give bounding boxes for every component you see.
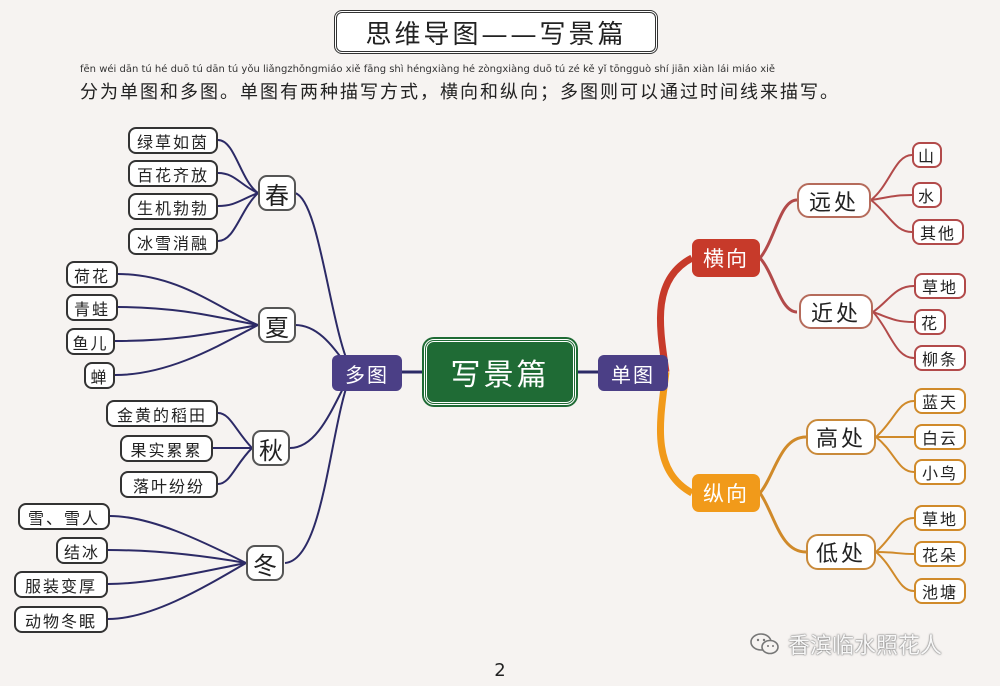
autumn-item: 落叶纷纷 xyxy=(120,471,218,498)
watermark-text: 香滨临水照花人 xyxy=(788,634,943,659)
page-title: 思维导图——写景篇 xyxy=(334,10,658,54)
link-spring-4 xyxy=(217,192,259,242)
link-summer-4 xyxy=(114,324,259,376)
link-near-3 xyxy=(872,311,915,359)
high-item: 蓝天 xyxy=(914,388,966,414)
winter-item: 结冰 xyxy=(56,537,108,564)
link-far-2 xyxy=(870,194,913,201)
season-summer: 夏 xyxy=(258,307,296,343)
autumn-item: 金黄的稻田 xyxy=(106,400,218,427)
link-near-2 xyxy=(872,311,915,323)
summer-item: 蝉 xyxy=(84,362,115,389)
link-spring-2 xyxy=(217,172,259,194)
high-item: 白云 xyxy=(914,424,966,450)
link-h-far xyxy=(758,198,798,259)
winter-item: 服装变厚 xyxy=(14,571,108,598)
link-right-vertical xyxy=(656,371,694,497)
right-branch-node: 单图 xyxy=(598,355,668,391)
link-summer-2 xyxy=(117,306,259,326)
group-far: 远处 xyxy=(797,183,871,218)
high-item: 小鸟 xyxy=(914,459,966,485)
winter-item: 动物冬眠 xyxy=(14,606,108,633)
season-winter: 冬 xyxy=(246,545,284,581)
winter-item: 雪、雪人 xyxy=(18,503,110,530)
link-far-3 xyxy=(870,199,913,233)
page-number: 2 xyxy=(494,660,506,681)
link-low-2 xyxy=(875,551,915,555)
summer-item: 荷花 xyxy=(66,261,118,288)
link-winter-1 xyxy=(109,515,247,564)
link-high-3 xyxy=(875,436,915,473)
link-winter-2 xyxy=(107,549,247,564)
wechat-icon xyxy=(750,633,779,655)
summer-item: 青蛙 xyxy=(66,294,118,321)
link-right-horizontal xyxy=(656,254,694,373)
subtitle: 分为单图和多图。单图有两种描写方式，横向和纵向；多图则可以通过时间线来描写。 xyxy=(80,82,840,103)
near-item: 柳条 xyxy=(914,345,966,371)
low-item: 池塘 xyxy=(914,578,966,604)
link-near-1 xyxy=(872,285,915,313)
link-branch-spring xyxy=(294,192,353,373)
link-winter-4 xyxy=(107,562,247,620)
group-high: 高处 xyxy=(806,419,876,455)
link-winter-3 xyxy=(107,562,247,585)
spring-item: 百花齐放 xyxy=(128,160,218,187)
link-autumn-1 xyxy=(217,412,253,449)
season-autumn: 秋 xyxy=(252,430,290,466)
link-branch-winter xyxy=(284,371,353,564)
autumn-item: 果实累累 xyxy=(120,435,213,462)
group-near: 近处 xyxy=(799,294,873,329)
summer-item: 鱼儿 xyxy=(66,328,115,355)
group-low: 低处 xyxy=(806,534,876,570)
spring-item: 冰雪消融 xyxy=(128,228,218,255)
horizontal-node: 横向 xyxy=(692,239,760,277)
center-node: 写景篇 xyxy=(424,339,576,405)
link-far-1 xyxy=(870,154,913,201)
link-h-near xyxy=(758,257,798,314)
far-item: 山 xyxy=(912,142,942,168)
left-branch-node: 多图 xyxy=(332,355,402,391)
link-low-1 xyxy=(875,517,915,553)
link-summer-1 xyxy=(117,273,259,326)
watermark: 香滨临水照花人 xyxy=(750,628,980,660)
vertical-node: 纵向 xyxy=(692,474,760,512)
pinyin-line: fēn wéi dān tú hé duō tú dān tú yǒu liǎn… xyxy=(80,64,776,75)
link-v-high xyxy=(758,435,807,494)
link-v-low xyxy=(758,492,807,554)
link-high-1 xyxy=(875,400,915,438)
spring-item: 生机勃勃 xyxy=(128,193,218,220)
near-item: 草地 xyxy=(914,273,966,299)
season-spring: 春 xyxy=(258,175,296,211)
near-item: 花 xyxy=(914,309,946,335)
far-item: 其他 xyxy=(912,219,964,245)
link-low-3 xyxy=(875,551,915,592)
low-item: 草地 xyxy=(914,505,966,531)
link-spring-1 xyxy=(217,139,259,194)
link-autumn-3 xyxy=(217,447,253,485)
link-summer-3 xyxy=(114,324,259,342)
link-spring-3 xyxy=(217,192,259,207)
low-item: 花朵 xyxy=(914,541,966,567)
spring-item: 绿草如茵 xyxy=(128,127,218,154)
far-item: 水 xyxy=(912,182,942,208)
